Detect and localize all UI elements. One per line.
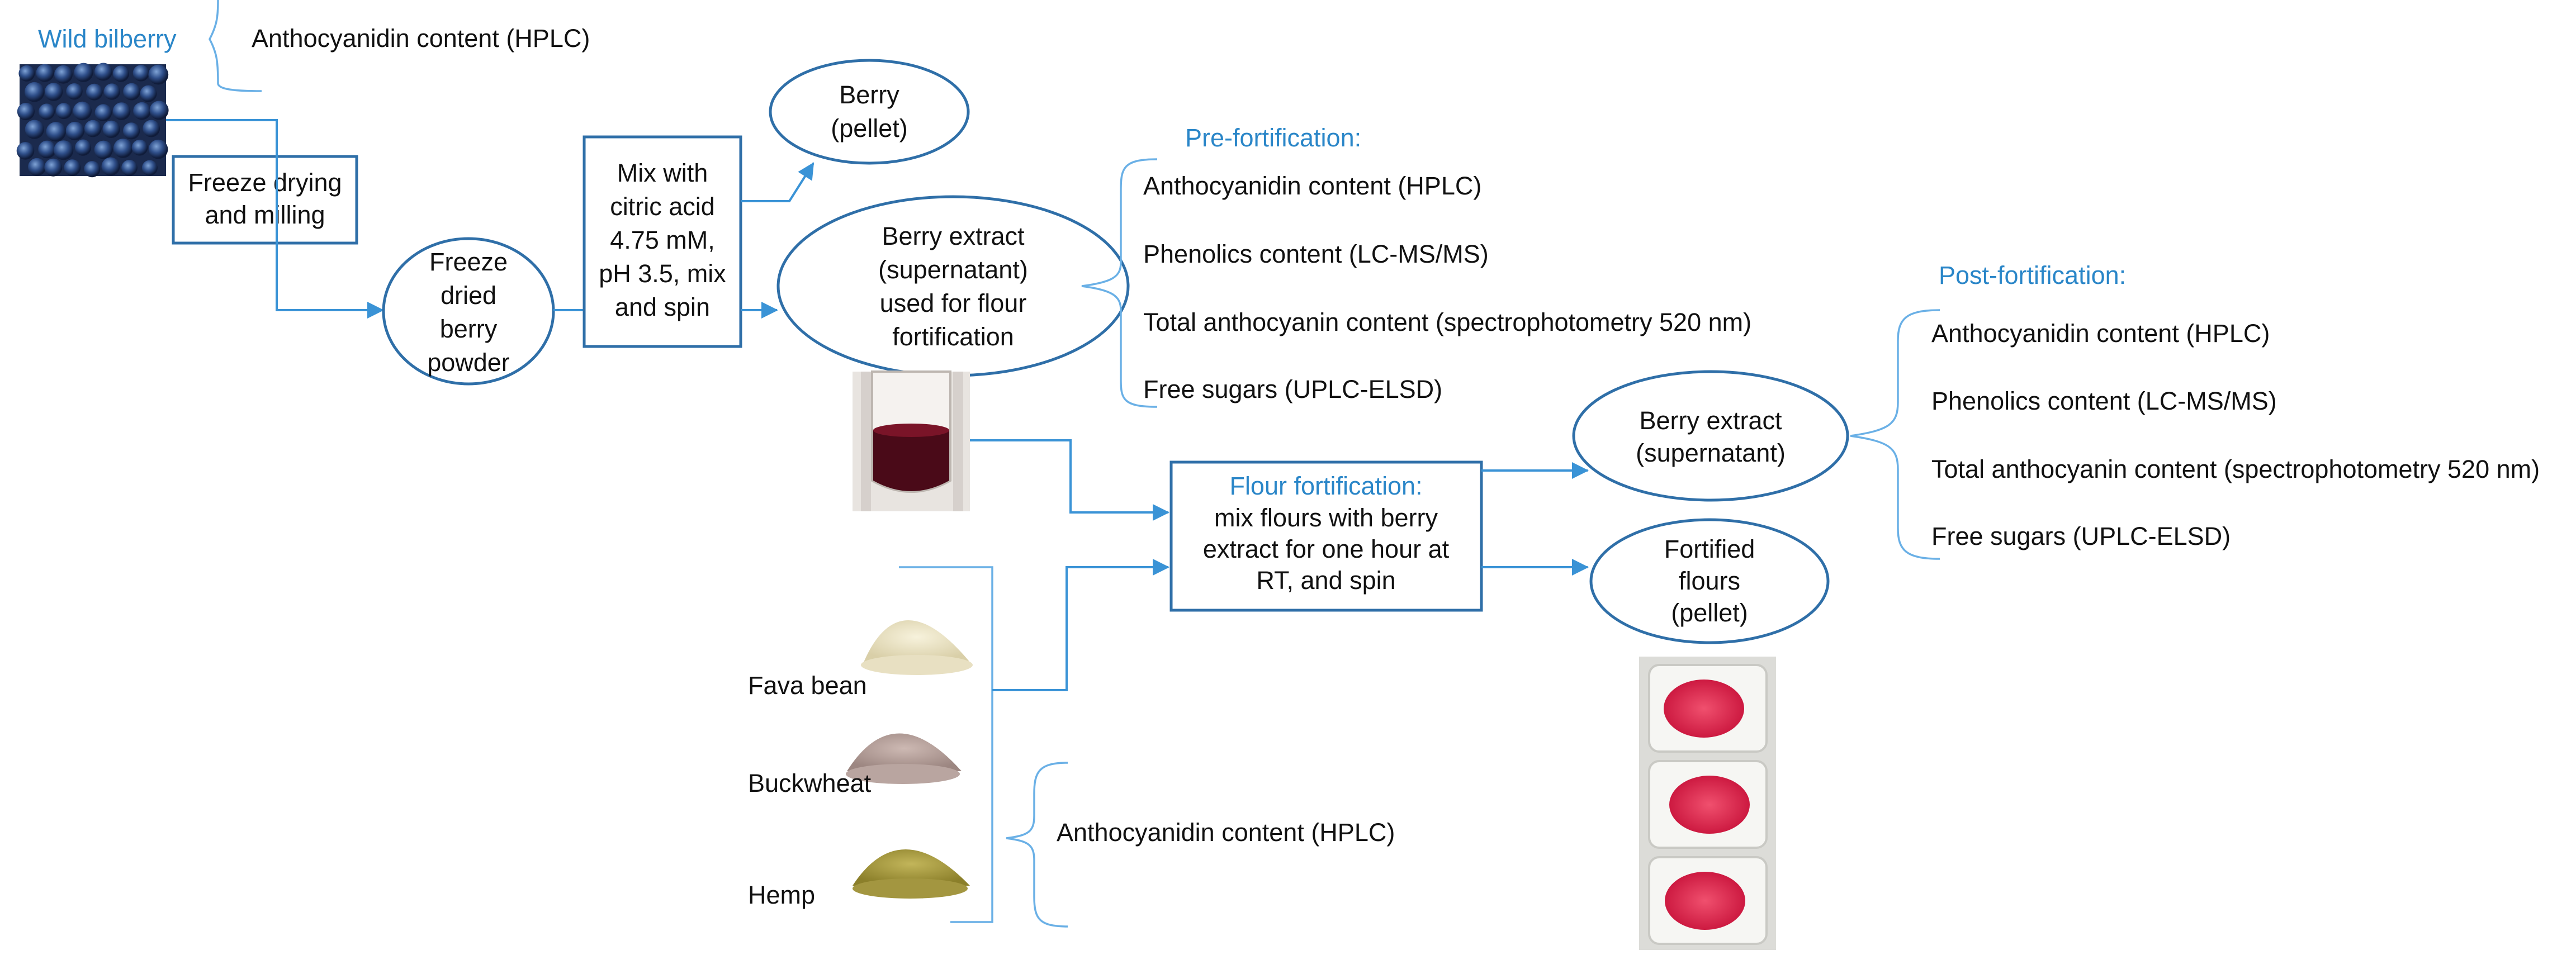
arrow-extract-to-fortification — [970, 439, 1169, 521]
berry-extract-line-3: used for flour — [880, 289, 1027, 317]
powder-line-4: powder — [427, 348, 510, 377]
mix-line-5: and spin — [615, 293, 710, 321]
mix-line-1: Mix with — [617, 159, 708, 187]
freeze-drying-line-2: and milling — [205, 201, 325, 229]
powder-line-3: berry — [440, 315, 498, 343]
bilberry-photo — [16, 63, 169, 178]
berry-pellet-ellipse — [769, 59, 970, 165]
arrow-flours-to-fortification — [992, 559, 1169, 691]
pre-item-2: Phenolics content (LC-MS/MS) — [1143, 240, 1489, 268]
flours-analysis: Anthocyanidin content (HPLC) — [1057, 818, 1395, 847]
fava-bean-flour-photo — [861, 620, 973, 675]
flour-fortification-line-1: mix flours with berry — [1214, 503, 1438, 532]
fortified-line-2: flours — [1679, 567, 1740, 595]
berry-extract-line-4: fortification — [892, 322, 1014, 351]
mix-line-4: pH 3.5, mix — [599, 259, 726, 288]
arrow-mix-to-pellet — [741, 162, 815, 202]
arrow-bilberry-to-powder — [166, 119, 384, 319]
source-title: Wild bilberry — [38, 25, 177, 53]
post-extract-line-1: Berry extract — [1639, 406, 1782, 435]
berry-pellet-line-1: Berry — [839, 80, 899, 109]
berry-extract-line-1: Berry extract — [882, 222, 1025, 250]
fortified-line-3: (pellet) — [1671, 598, 1748, 627]
fortified-flour-trays-photo — [1639, 657, 1776, 950]
pre-item-3: Total anthocyanin content (spectrophotom… — [1143, 308, 1751, 336]
flour-fortification-line-2: extract for one hour at — [1203, 535, 1450, 563]
post-item-3: Total anthocyanin content (spectrophotom… — [1931, 455, 2540, 483]
post-item-4: Free sugars (UPLC-ELSD) — [1931, 522, 2231, 550]
post-item-1: Anthocyanidin content (HPLC) — [1931, 319, 2270, 348]
flours-analysis-bracket — [1006, 762, 1068, 928]
post-extract-line-2: (supernatant) — [1636, 439, 1786, 467]
mix-box — [583, 135, 742, 348]
post-fortification-bracket — [1850, 309, 1940, 560]
freeze-drying-box — [172, 155, 358, 245]
fortified-flours-ellipse — [1589, 518, 1830, 644]
pre-fortification-heading: Pre-fortification: — [1185, 123, 1361, 152]
mix-line-3: 4.75 mM, — [610, 226, 715, 254]
flours-bracket — [899, 566, 993, 923]
extract-tube-photo — [853, 370, 970, 511]
flour-fortification-title: Flour fortification: — [1229, 472, 1422, 500]
flour-fortification-box — [1169, 460, 1483, 612]
berry-extract-line-2: (supernatant) — [878, 255, 1028, 284]
pre-item-1: Anthocyanidin content (HPLC) — [1143, 172, 1481, 200]
flour-label-hemp: Hemp — [748, 881, 815, 909]
post-extract-ellipse — [1572, 370, 1849, 502]
powder-line-2: dried — [441, 281, 496, 310]
source-bracket — [209, 0, 262, 92]
source-analysis: Anthocyanidin content (HPLC) — [252, 24, 590, 53]
post-item-2: Phenolics content (LC-MS/MS) — [1931, 387, 2277, 415]
post-fortification-heading: Post-fortification: — [1939, 261, 2126, 289]
pre-item-4: Free sugars (UPLC-ELSD) — [1143, 375, 1442, 403]
freeze-drying-line-1: Freeze drying — [188, 168, 342, 197]
pre-fortification-bracket — [1081, 158, 1158, 408]
flour-label-fava-bean: Fava bean — [748, 671, 867, 700]
berry-pellet-line-2: (pellet) — [831, 114, 908, 142]
fortified-line-1: Fortified — [1664, 535, 1755, 563]
mix-line-2: citric acid — [610, 192, 715, 221]
buckwheat-flour-photo — [846, 733, 962, 784]
flour-label-buckwheat: Buckwheat — [748, 769, 872, 797]
hemp-flour-photo — [853, 849, 970, 899]
powder-line-1: Freeze — [429, 248, 508, 276]
flour-fortification-line-3: RT, and spin — [1256, 566, 1395, 595]
